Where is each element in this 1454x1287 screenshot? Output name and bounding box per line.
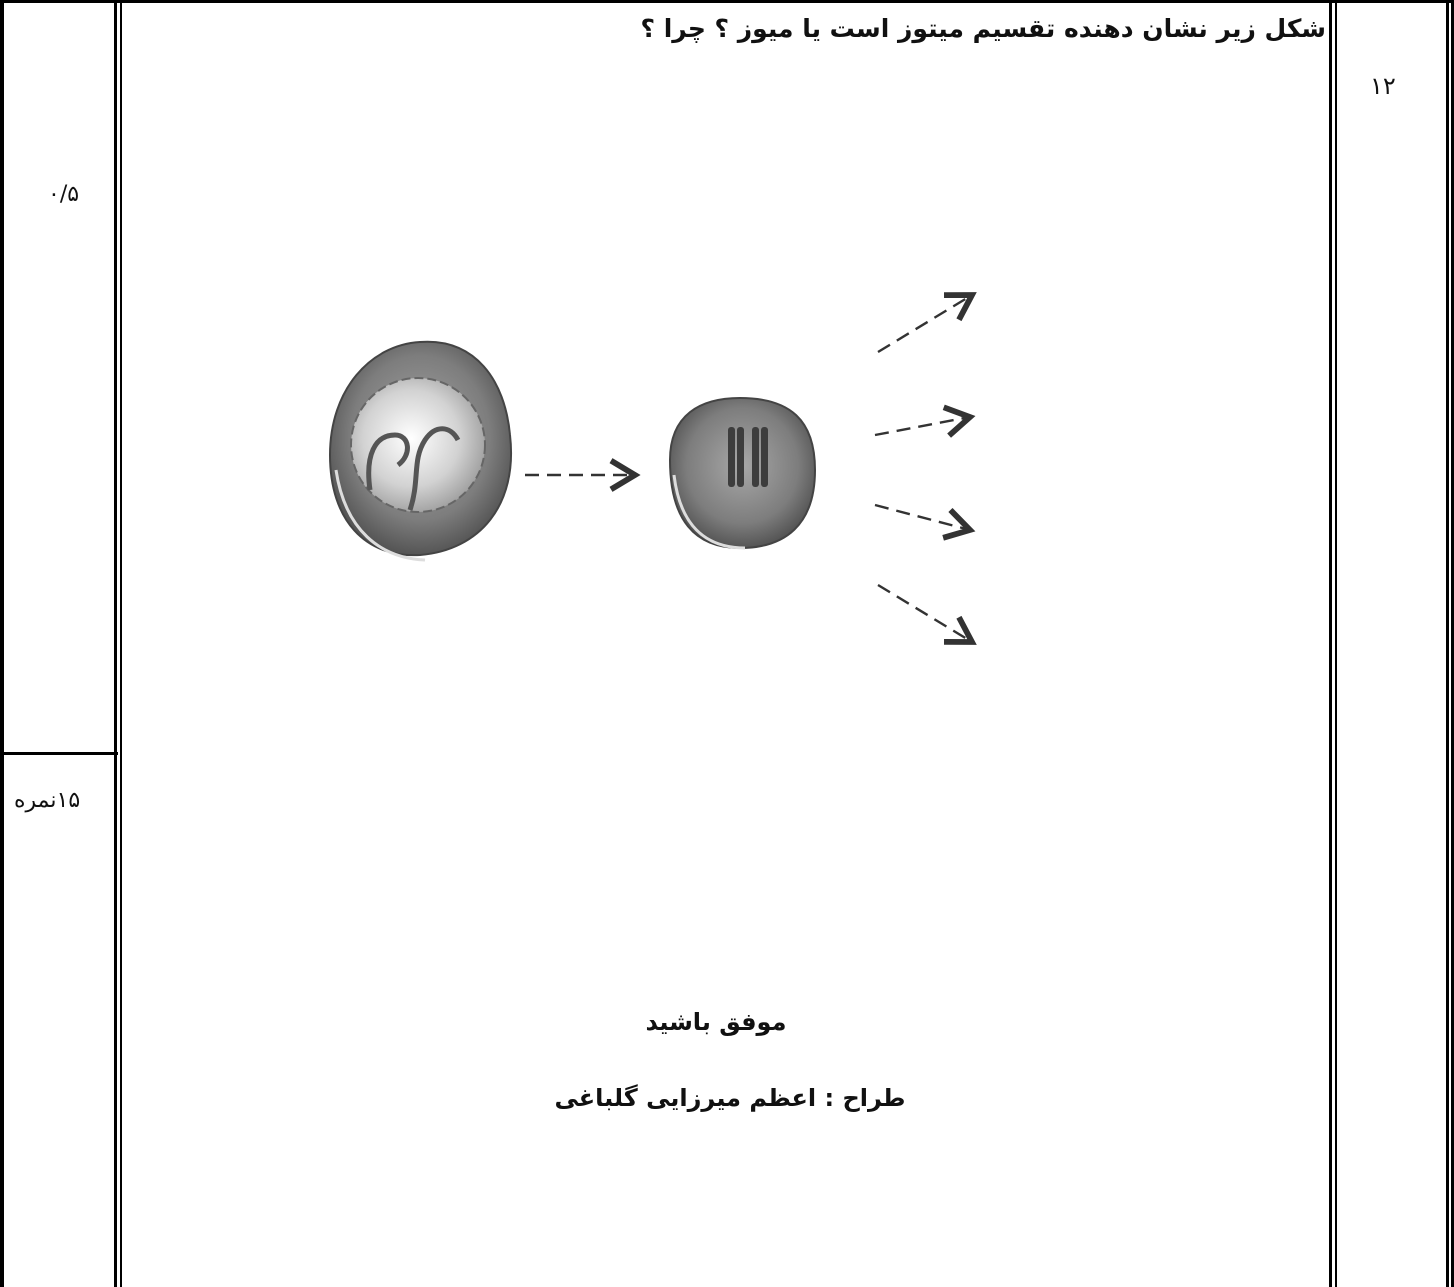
- question-score: ۰/۵: [48, 182, 80, 207]
- arrow-to-daughter-2: [874, 404, 976, 438]
- dividing-cell: [668, 396, 817, 550]
- total-score: ۱۵نمره: [14, 788, 81, 813]
- arrow-to-daughter-4: [877, 583, 977, 645]
- column-divider-right-a: [1329, 0, 1332, 1287]
- border-left: [0, 0, 4, 1287]
- question-number: ۱۲: [1370, 72, 1396, 100]
- arrow-to-daughter-1: [877, 292, 977, 354]
- score-cell-divider: [0, 752, 118, 755]
- parent-cell: [328, 340, 513, 562]
- footer-designer: طراح : اعظم میرزایی گلباغی: [554, 1084, 906, 1112]
- question-text: شکل زیر نشان دهنده تقسیم میتوز است یا می…: [640, 14, 1327, 43]
- border-right-a: [1446, 0, 1449, 1287]
- cell-division-figure: [328, 292, 977, 645]
- column-divider-left-b: [120, 0, 122, 1287]
- border-right-b: [1451, 0, 1454, 1287]
- border-top: [0, 0, 1454, 3]
- column-divider-left-a: [114, 0, 117, 1287]
- column-divider-right-b: [1335, 0, 1337, 1287]
- footer-wish: موفق باشید: [645, 1008, 787, 1036]
- arrow-to-daughter-3: [874, 503, 976, 541]
